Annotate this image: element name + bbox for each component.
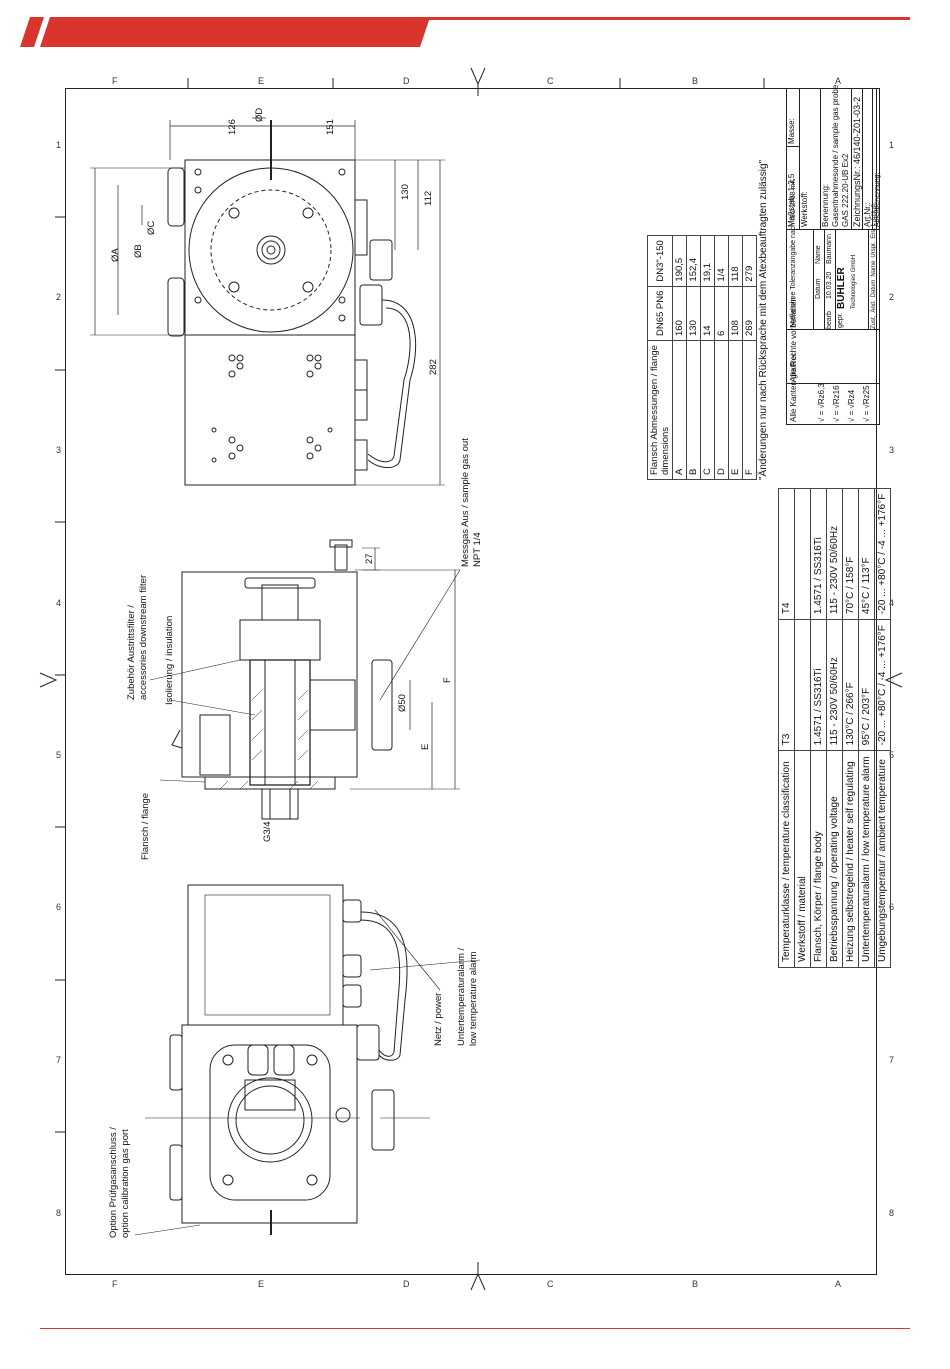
spec-table: Temperaturklasse / temperature classific… [778, 488, 891, 968]
zone-rside-2: 2 [889, 292, 895, 302]
zone-side-4: 4 [56, 598, 62, 608]
drawing-frame [65, 88, 877, 1275]
flange-table: Flansch Abmessungen / flange dimensions … [647, 235, 757, 480]
accessory-label: Zubehör Austrittsfilter / accessories do… [126, 574, 149, 700]
zone-rside-8: 8 [889, 1208, 895, 1218]
zone-side-5: 5 [56, 750, 62, 760]
title-block-info: Maßstab: 1:2,5 Masse: Werkstoff: Benennu… [787, 84, 881, 229]
zone-side-8: 8 [56, 1208, 62, 1218]
zone-bot-d: D [403, 1279, 410, 1289]
title-block-rights: Alle Rechte vorbehalten [787, 297, 879, 384]
zone-rside-3: 3 [889, 445, 895, 455]
header-bar [20, 17, 910, 47]
table-row: Untertemperaturalarm / low temperature a… [858, 488, 875, 968]
dim-f: F [442, 677, 453, 683]
header-accent-main [40, 17, 430, 47]
zone-rside-6: 6 [889, 902, 895, 912]
table-row: Werkstoff / material [794, 488, 811, 968]
low-temp-label: Untertemperaturalarm / low temperature a… [456, 947, 479, 1046]
table-row: Umgebungstemperatur / ambient temperatur… [874, 488, 891, 968]
zone-side-3: 3 [56, 445, 62, 455]
calibration-port-label: Option Prüfgasanschluss / option calibra… [108, 1127, 131, 1238]
title-block: Alle Kanten gratfrei √ = √Rz6,3 √ = √Rz1… [786, 84, 881, 425]
zone-bot-f: F [112, 1279, 118, 1289]
zone-side-1: 1 [56, 140, 62, 150]
zone-bot-c: C [547, 1279, 554, 1289]
header-line [420, 17, 910, 20]
zone-top-e: E [258, 76, 265, 86]
header-accent-left [20, 17, 44, 47]
dim-a: ØA [110, 248, 121, 262]
zone-top-c: C [547, 76, 554, 86]
zone-rside-4: 4 [889, 598, 895, 608]
zone-side-2: 2 [56, 292, 62, 302]
dim-phi50: Ø50 [397, 694, 408, 712]
zone-top-f: F [112, 76, 118, 86]
revision-row: Zust. Änd. Datum Name Urspr. Ers. f. Ers… [868, 203, 879, 329]
title-block-roughness: Alle Kanten gratfrei √ = √Rz6,3 √ = √Rz1… [787, 354, 879, 424]
zone-top-d: D [403, 76, 410, 86]
title-block-approvals: Maße ohne Toleranzangabe nach ISO 2768 m… [787, 179, 879, 329]
dim-g34: G3/4 [262, 821, 273, 842]
dim-c: ØC [146, 220, 157, 235]
dim-b: ØB [133, 244, 144, 258]
dim-e: E [420, 743, 431, 750]
flange-table-wrap: Flansch Abmessungen / flange dimensions … [647, 235, 757, 480]
zone-rside-5: 5 [889, 750, 895, 760]
flange-label: Flansch / flange [140, 792, 151, 860]
zone-top-b: B [692, 76, 699, 86]
company-logo: BÜHLER [836, 267, 847, 309]
zone-top-a: A [835, 76, 842, 86]
dim-d: ØD [254, 107, 265, 122]
dim-112: 112 [423, 190, 434, 206]
zone-side-6: 6 [56, 902, 62, 912]
footer-line [40, 1328, 910, 1329]
table-row: Heizung selbstregelnd / heater self regu… [842, 488, 859, 968]
dim-126: 126 [227, 119, 238, 135]
atex-notice: "Änderungen nur nach Rücksprache mit dem… [758, 159, 769, 480]
zone-rside-1: 1 [889, 140, 895, 150]
zone-bot-a: A [835, 1279, 842, 1289]
spec-table-wrap: Temperaturklasse / temperature classific… [778, 488, 891, 968]
dim-27: 27 [364, 553, 375, 564]
power-label: Netz / power [433, 992, 444, 1046]
insulation-label: Isolierung / insulation [164, 615, 175, 705]
zone-rside-7: 7 [889, 1055, 895, 1065]
zone-side-7: 7 [56, 1055, 62, 1065]
dim-282: 282 [428, 359, 439, 375]
dim-130: 130 [400, 184, 411, 200]
zone-bot-b: B [692, 1279, 699, 1289]
zone-bot-e: E [258, 1279, 265, 1289]
spec-header-row: Temperaturklasse / temperature classific… [778, 488, 795, 968]
dim-151: 151 [325, 119, 336, 135]
gas-out-label: Messgas Aus / sample gas out NPT 1/4 [460, 438, 483, 567]
flange-header-row: Flansch Abmessungen / flange dimensions … [647, 235, 673, 480]
